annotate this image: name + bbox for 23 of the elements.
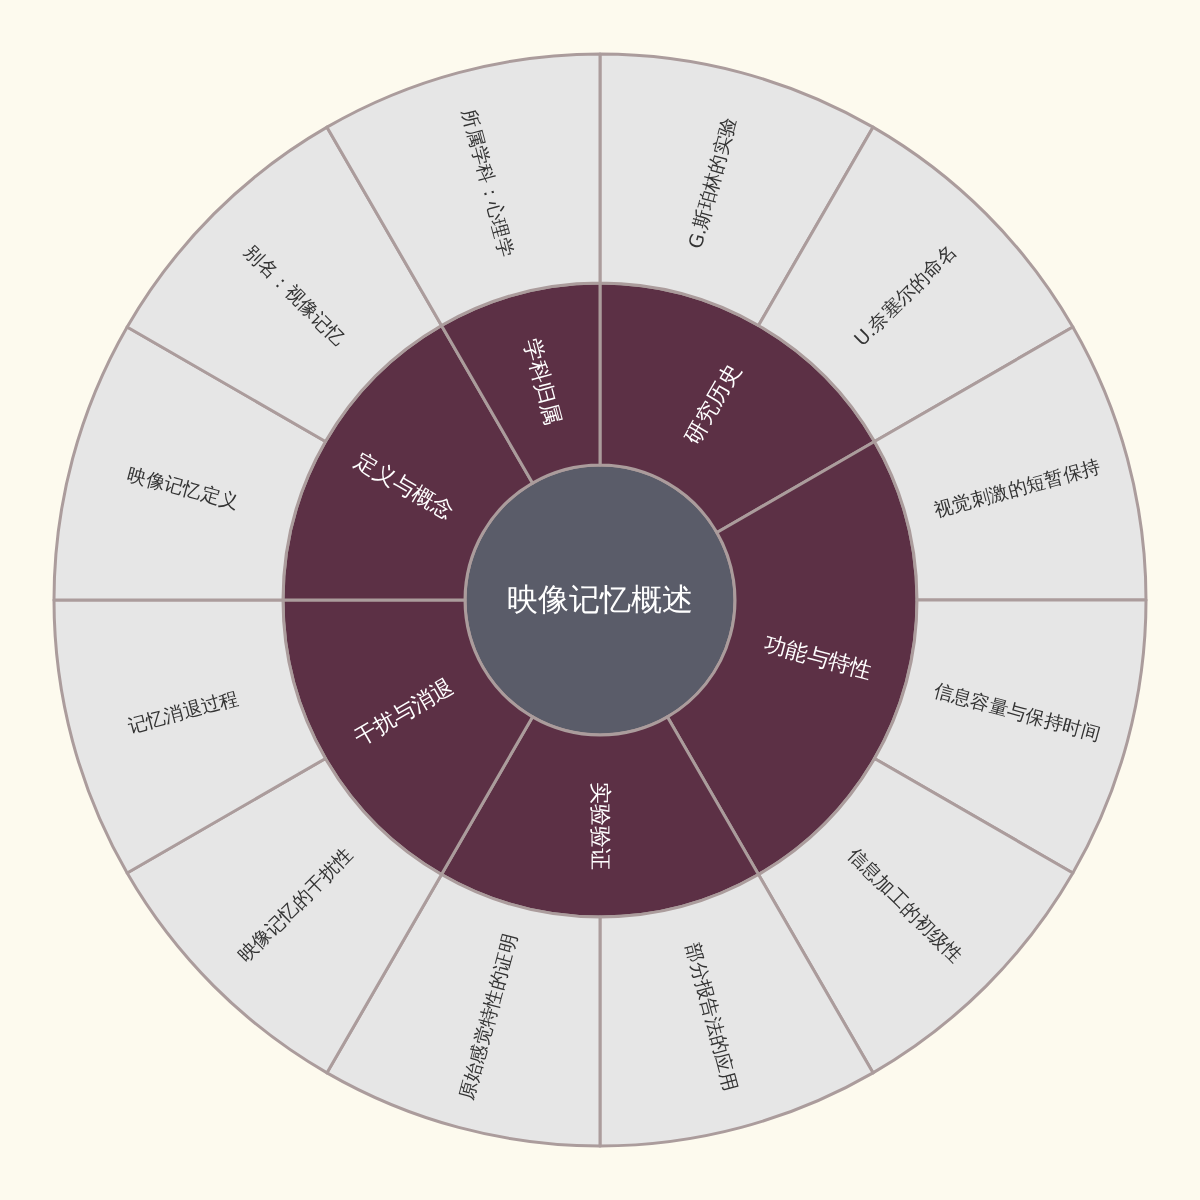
topic-label: 原始感觉特性的证明 [455,931,522,1103]
category-label: 定义与概念 [350,448,459,526]
ring-segment [756,756,1075,1075]
topic-label: 信息加工的初级性 [843,843,967,967]
ring-segment [125,756,444,1075]
ring-segment [125,125,444,444]
topic-label: 信息容量与保持时间 [931,678,1103,745]
topic-label: 部分报告法的应用 [681,940,743,1094]
topic-label: 记忆消退过程 [125,685,242,738]
topic-label: 映像记忆定义 [125,462,242,515]
topic-label: U.奈塞尔的命名 [849,239,961,351]
topic-label: 别名：视像记忆 [239,239,350,350]
category-label: 研究历史 [679,359,747,449]
category-label: 实验验证 [587,782,614,870]
category-label: 干扰与消退 [350,674,459,752]
topic-label: 所属学科：心理学 [457,106,519,260]
category-label: 功能与特性 [761,631,875,686]
topic-label: G.斯珀林的实验 [683,115,741,252]
topic-label: 映像记忆的干扰性 [233,843,357,967]
topic-label: 视觉刺激的短暂保持 [931,455,1103,522]
center-label: 映像记忆概述 [507,581,693,619]
category-label: 学科归属 [517,335,566,428]
ring-segment [756,125,1075,444]
